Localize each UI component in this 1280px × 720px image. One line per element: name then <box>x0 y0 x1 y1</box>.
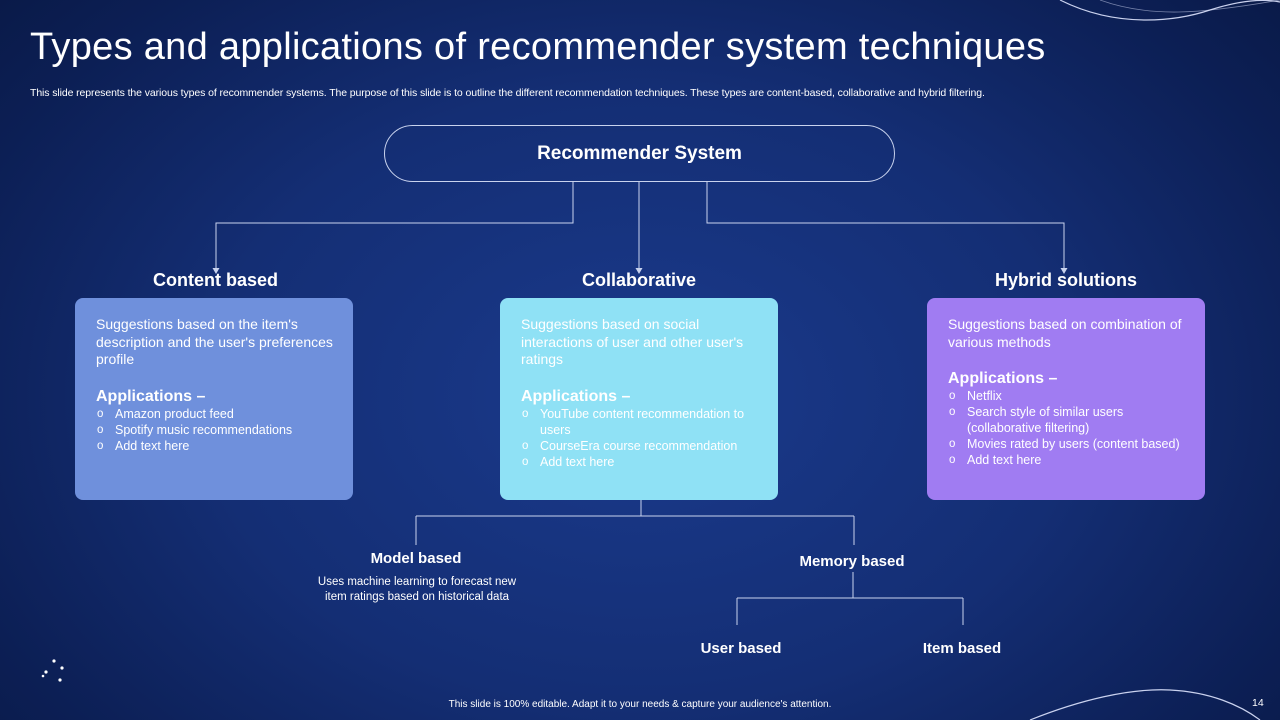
heading-item-based: Item based <box>922 640 1002 657</box>
arrow-content <box>212 268 220 274</box>
list-item: Add text here <box>521 454 758 470</box>
list-item: Add text here <box>96 438 333 454</box>
card-collaborative: Suggestions based on social interactions… <box>500 298 778 500</box>
list-item: Spotify music recommendations <box>96 422 333 438</box>
decorative-dots-icon <box>41 659 64 682</box>
card-hybrid-solutions: Suggestions based on combination of vari… <box>927 298 1205 500</box>
arrow-collaborative <box>635 268 643 274</box>
list-item: CourseEra course recommendation <box>521 438 758 454</box>
heading-memory-based: Memory based <box>799 553 905 570</box>
arrow-hybrid <box>1060 268 1068 274</box>
applications-heading: Applications – <box>948 370 1058 387</box>
heading-user-based: User based <box>700 640 782 657</box>
heading-model-based: Model based <box>370 550 462 567</box>
list-item: YouTube content recommendation to users <box>521 406 758 438</box>
page-title: Types and applications of recommender sy… <box>30 26 1046 68</box>
heading-collaborative: Collaborative <box>581 270 697 290</box>
applications-heading: Applications – <box>96 387 206 405</box>
root-node: Recommender System <box>384 125 895 182</box>
model-based-description: Uses machine learning to forecast new it… <box>317 576 517 603</box>
root-node-label: Recommender System <box>537 142 742 164</box>
heading-hybrid-solutions: Hybrid solutions <box>994 270 1137 290</box>
heading-content-based: Content based <box>152 270 278 290</box>
list-item: Amazon product feed <box>96 406 333 422</box>
footer-note: This slide is 100% editable. Adapt it to… <box>448 699 832 710</box>
card-description: Suggestions based on the item's descript… <box>96 316 333 367</box>
card-description: Suggestions based on social interactions… <box>521 316 744 367</box>
applications-list: Amazon product feed Spotify music recomm… <box>96 406 333 454</box>
applications-list: YouTube content recommendation to users … <box>521 406 758 470</box>
list-item: Movies rated by users (content based) <box>948 436 1185 452</box>
card-content-based: Suggestions based on the item's descript… <box>75 298 353 500</box>
connector-memory-split <box>736 572 964 625</box>
connector-content <box>215 182 574 271</box>
card-description: Suggestions based on combination of vari… <box>948 316 1182 350</box>
page-subtitle: This slide represents the various types … <box>30 87 985 99</box>
list-item: Search style of similar users (collabora… <box>948 404 1185 436</box>
list-item: Netflix <box>948 388 1185 404</box>
applications-list: Netflix Search style of similar users (c… <box>948 388 1185 468</box>
connector-hybrid <box>706 182 1065 271</box>
applications-heading: Applications – <box>521 387 631 405</box>
page-number: 14 <box>1252 697 1264 709</box>
list-item: Add text here <box>948 452 1185 468</box>
connector-collab-split <box>415 500 855 545</box>
